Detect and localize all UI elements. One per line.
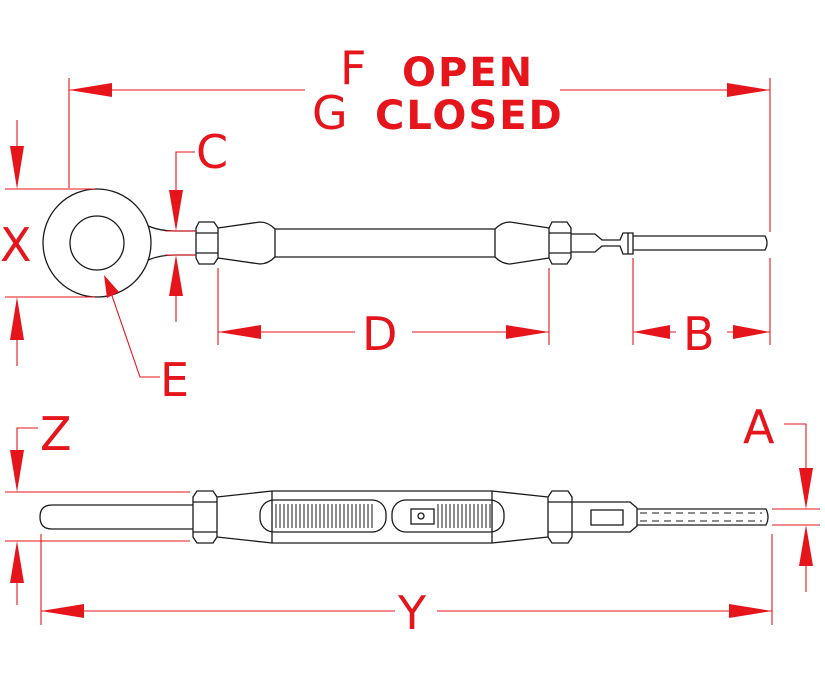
turnbuckle-body-side xyxy=(216,490,549,544)
arrow-fg-left xyxy=(69,83,112,97)
top-view-turnbuckle xyxy=(42,188,768,298)
eye-outer xyxy=(42,188,152,298)
arrow-b-left xyxy=(633,325,670,339)
arrow-d-left xyxy=(218,325,261,339)
left-hex-nut xyxy=(195,221,219,265)
inspection-hole xyxy=(417,512,425,520)
eye-side-profile xyxy=(39,504,193,530)
right-hex-nut xyxy=(548,221,572,265)
left-hex-nut-side xyxy=(192,490,218,544)
swage-stud-side xyxy=(572,501,638,533)
inspection-slot xyxy=(410,508,435,525)
label-y: Y xyxy=(397,586,427,640)
label-f: F xyxy=(340,41,366,95)
arrow-e xyxy=(104,275,119,298)
swage-stud xyxy=(571,232,634,255)
stud-end-side xyxy=(637,508,769,526)
turnbuckle-body xyxy=(217,221,550,265)
label-x: X xyxy=(0,218,32,272)
window-ribs-left xyxy=(271,504,373,528)
label-open: OPEN xyxy=(402,50,534,96)
label-a: A xyxy=(743,400,775,454)
label-g: G xyxy=(312,86,348,140)
body-window-left xyxy=(259,499,387,533)
bottom-view-dimensions xyxy=(5,423,820,625)
arrow-z-bottom xyxy=(10,541,24,583)
window-ribs-right xyxy=(437,504,491,528)
top-view-dimensions xyxy=(5,78,771,378)
arrow-c-bottom xyxy=(169,255,183,296)
label-closed: CLOSED xyxy=(375,93,564,139)
arrow-y-right xyxy=(729,604,772,618)
right-hex-nut-side xyxy=(547,490,573,544)
label-b: B xyxy=(683,307,715,361)
arrow-a-bottom xyxy=(799,525,813,566)
arrow-b-right xyxy=(733,325,770,339)
arrow-c-top xyxy=(169,190,183,231)
label-e: E xyxy=(160,353,189,407)
body-window-right xyxy=(391,499,505,533)
bottom-view-turnbuckle xyxy=(39,490,769,544)
label-z: Z xyxy=(40,407,72,461)
arrow-x-bottom xyxy=(10,297,24,340)
stud-end xyxy=(627,233,768,254)
stud-slot xyxy=(590,509,624,526)
label-c: C xyxy=(196,125,228,179)
arrow-a-top xyxy=(799,468,813,509)
arrow-fg-right xyxy=(727,83,770,97)
arrow-d-right xyxy=(506,325,549,339)
arrow-x-top xyxy=(10,146,24,189)
label-d: D xyxy=(362,307,397,361)
arrow-y-left xyxy=(41,604,84,618)
eye-inner xyxy=(69,215,125,271)
arrow-z-top xyxy=(10,450,24,492)
